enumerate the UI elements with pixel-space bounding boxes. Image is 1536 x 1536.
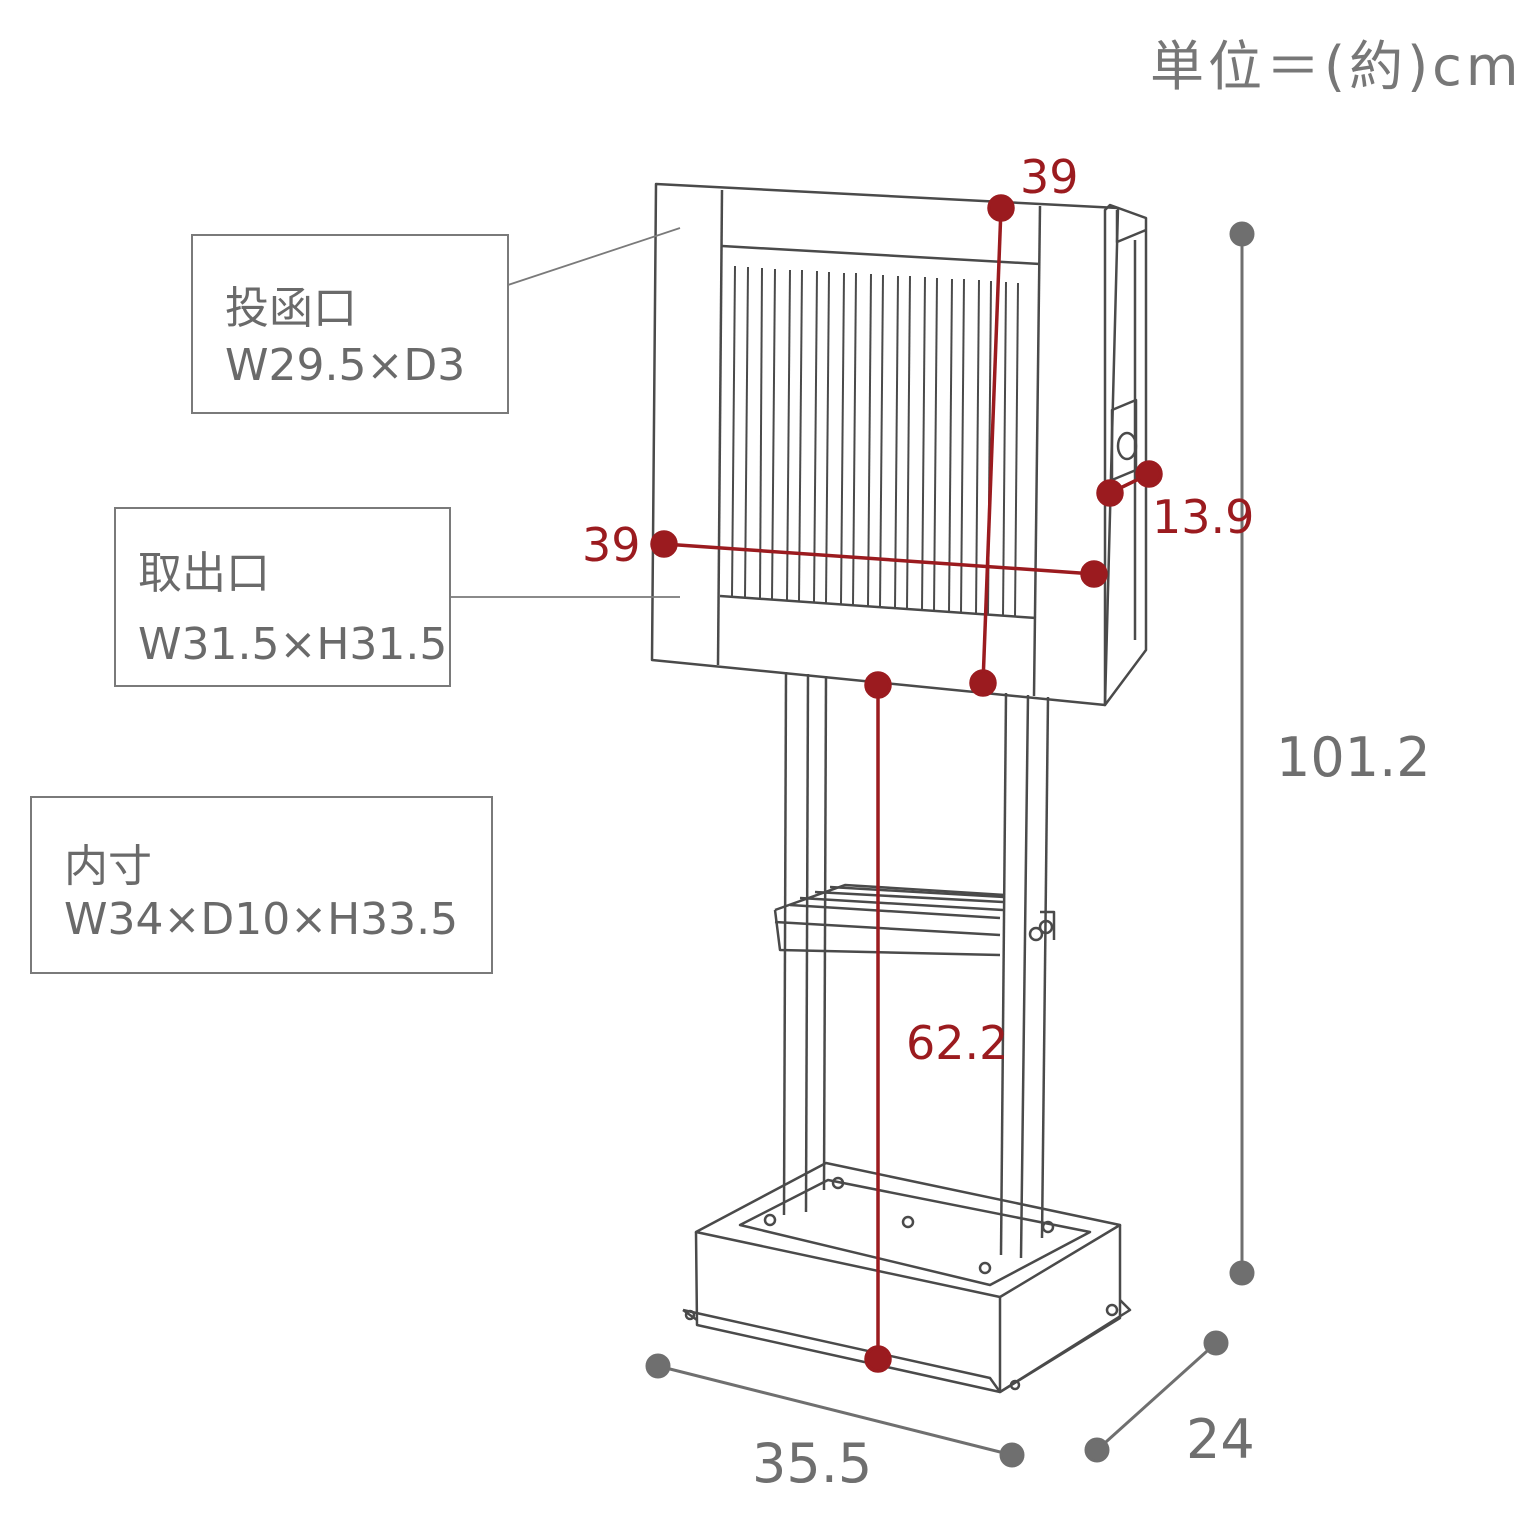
- leader-lines: [435, 227, 681, 598]
- dimension-box-width: 39: [582, 518, 641, 572]
- spec-size: W34×D10×H33.5: [64, 894, 459, 945]
- spec-title: 取出口: [138, 548, 270, 599]
- spec-size: W29.5×D3: [225, 340, 466, 391]
- spec-size: W31.5×H31.5: [138, 619, 448, 670]
- red-dimension-lines: [650, 194, 1163, 1373]
- mailbox-front-frame: [650, 182, 1120, 707]
- dimension-ground-to-box: 62.2: [906, 1016, 1009, 1070]
- spec-box-mail-slot: 投函口 W29.5×D3: [191, 234, 509, 414]
- spec-box-retrieval-door: 取出口 W31.5×H31.5: [114, 507, 451, 687]
- front-slats: [731, 265, 1019, 618]
- spec-box-inner-dimensions: 内寸 W34×D10×H33.5: [30, 796, 493, 974]
- support-posts: [782, 671, 1050, 1259]
- gray-dimension-lines: [645, 221, 1255, 1468]
- dimension-total-height: 101.2: [1276, 726, 1431, 789]
- spec-title: 投函口: [225, 283, 357, 334]
- newspaper-shelf: [773, 883, 1056, 957]
- dimension-box-height: 39: [1020, 150, 1079, 204]
- dimension-box-depth: 13.9: [1152, 490, 1255, 544]
- base-block: [682, 1161, 1132, 1394]
- spec-title: 内寸: [64, 841, 152, 892]
- dimension-base-width: 35.5: [752, 1432, 873, 1495]
- dimension-base-depth: 24: [1186, 1408, 1255, 1471]
- unit-label: 単位＝(約)cm: [1150, 35, 1523, 98]
